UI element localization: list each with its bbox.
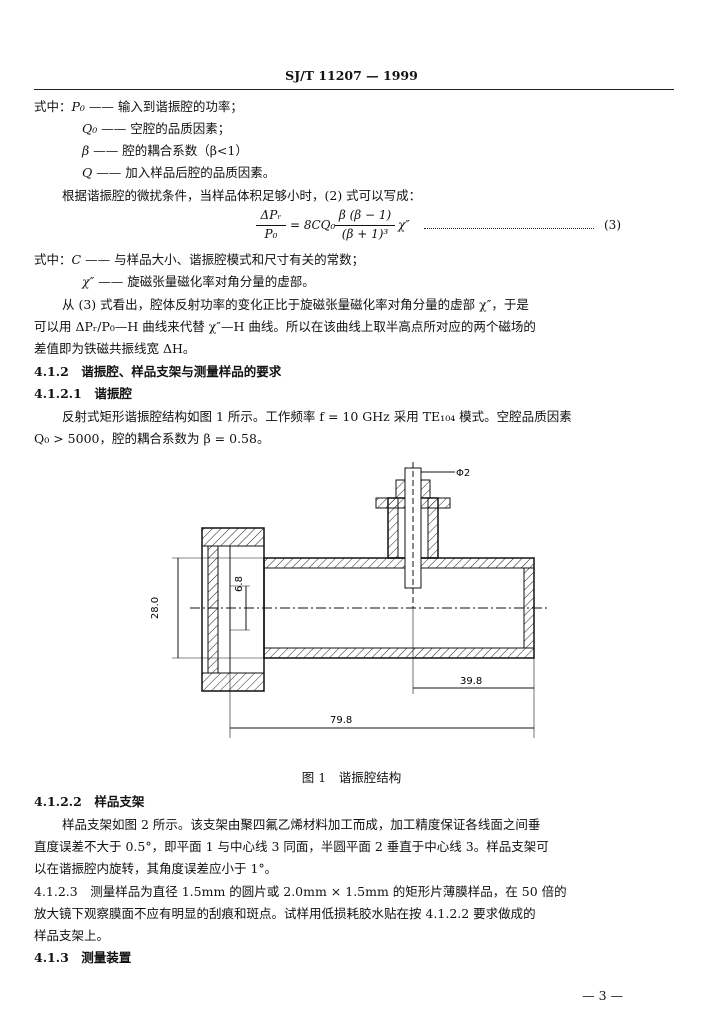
eq-leader-dots [424, 228, 594, 229]
iris-plate [207, 545, 219, 674]
dim-28-label: 28.0 [150, 597, 161, 619]
paragraph-line: 反射式矩形谐振腔结构如图 1 所示。工作频率 f = 10 GHz 采用 TE₁… [62, 409, 572, 424]
paragraph-line: 直度误差不大于 0.5°，即平面 1 与中心线 3 同面，半圆平面 2 垂直于中… [34, 839, 549, 854]
eq-tail: χ″ [398, 218, 410, 232]
section-heading: 4.1.2.2 样品支架 [34, 794, 145, 809]
dim-phi-label: Φ2 [456, 468, 470, 479]
paragraph-line: 放大镜下观察膜面不应有明显的刮痕和斑点。试样用低损耗胶水贴在按 4.1.2.2 … [34, 906, 536, 921]
cavity-bottom-wall [263, 647, 535, 659]
var-row: χ″ —— 旋磁张量磁化率对角分量的虚部。 [82, 274, 315, 289]
var-row: β —— 腔的耦合系数（β<1） [82, 143, 248, 158]
dim-68-label: 6.8 [234, 576, 245, 592]
var-row: 式中：P₀ —— 输入到谐振腔的功率； [34, 99, 243, 114]
fraction-bar [335, 225, 395, 226]
paragraph: 根据谐振腔的微扰条件，当样品体积足够小时，(2) 式可以写成： [62, 188, 422, 203]
page-header: SJ/T 11207 — 1999 [285, 68, 418, 83]
header-rule [34, 89, 674, 90]
eq-frac2-numerator: β (β − 1) [338, 208, 392, 222]
paragraph-line: 样品支架如图 2 所示。该支架由聚四氟乙烯材料加工而成，加工精度保证各线面之间垂 [62, 817, 541, 832]
page-number: — 3 — [582, 988, 623, 1003]
paragraph-line: 样品支架上。 [34, 928, 110, 943]
paragraph-line: Q₀ > 5000，腔的耦合系数为 β = 0.58。 [34, 431, 270, 446]
fraction-bar [256, 225, 286, 226]
dim-798-label: 79.8 [330, 715, 352, 726]
cavity-top-wall [263, 557, 535, 569]
flange-top-hatch [201, 527, 265, 547]
var-row: Q —— 加入样品后腔的品质因素。 [82, 165, 276, 180]
section-heading: 4.1.2 谐振腔、样品支架与测量样品的要求 [34, 364, 282, 379]
cavity-drawing: Φ2 28.0 6.8 39.8 79.8 [150, 462, 550, 738]
figure-caption: 图 1 谐振腔结构 [301, 770, 402, 785]
eq-mid: = 8CQ₀ [290, 218, 336, 232]
eq-frac2-denominator: (β + 1)³ [341, 227, 389, 241]
eq-number: (3) [604, 218, 621, 232]
eq-lhs-denominator: P₀ [264, 227, 278, 241]
paragraph-line: 差值即为铁磁共振线宽 ΔH。 [34, 341, 196, 356]
paragraph-line: 可以用 ΔPᵣ/P₀—H 曲线来代替 χ″—H 曲线。所以在该曲线上取半高点所对… [34, 319, 536, 334]
section-heading: 4.1.3 测量装置 [34, 950, 132, 965]
dim-398-label: 39.8 [460, 676, 482, 687]
flange-bottom-hatch [201, 672, 265, 692]
var-row: Q₀ —— 空腔的品质因素； [82, 121, 231, 136]
paragraph-line: 从 (3) 式看出，腔体反射功率的变化正比于旋磁张量磁化率对角分量的虚部 χ″，… [62, 297, 529, 312]
paragraph-line: 4.1.2.3 测量样品为直径 1.5mm 的圆片或 2.0mm × 1.5mm… [34, 884, 567, 899]
iris-slot [217, 545, 231, 674]
paragraph-line: 以在谐振腔内旋转，其角度误差应小于 1°。 [34, 861, 278, 876]
var-row: 式中：C —— 与样品大小、谐振腔模式和尺寸有关的常数； [34, 252, 365, 267]
section-heading: 4.1.2.1 谐振腔 [34, 386, 132, 401]
eq-lhs-numerator: ΔPᵣ [260, 208, 282, 222]
